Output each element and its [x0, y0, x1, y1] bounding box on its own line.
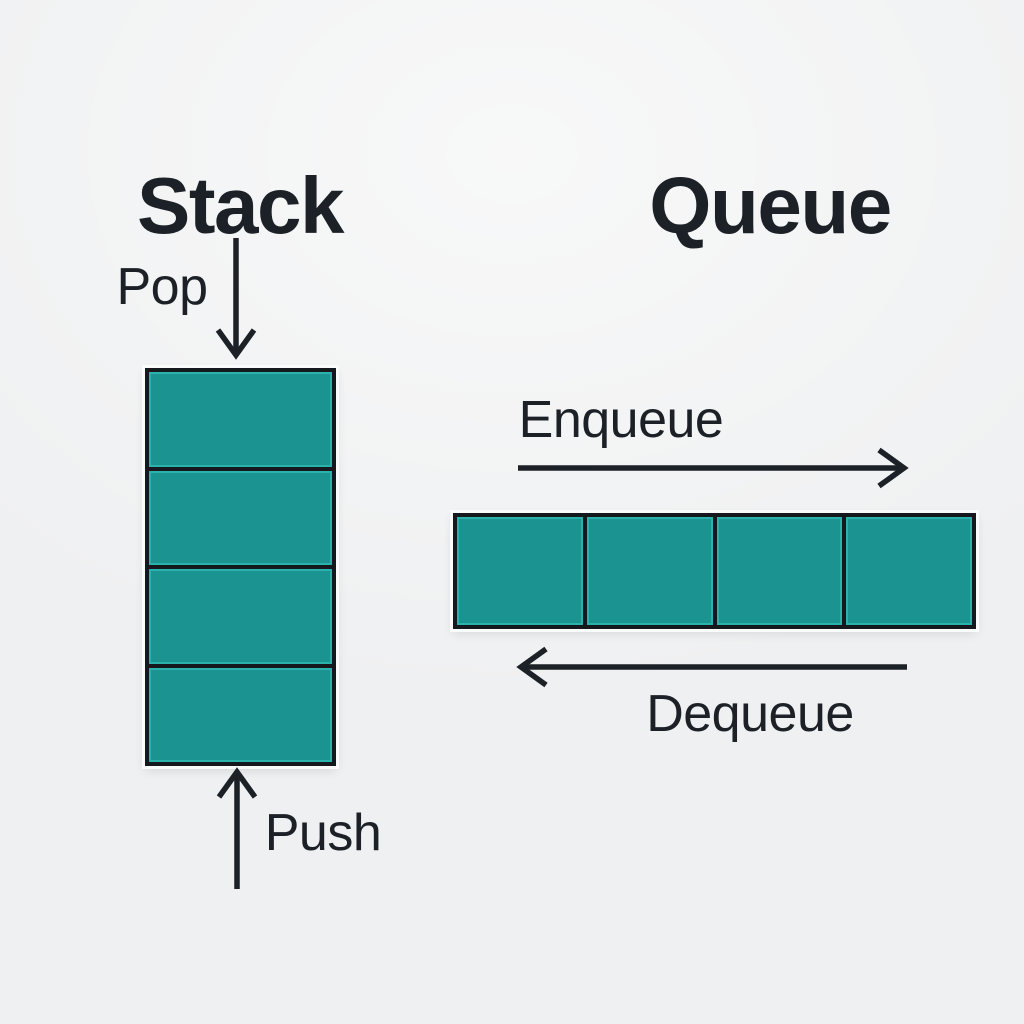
queue-cell-4 [846, 517, 972, 625]
stack-title: Stack [137, 160, 344, 250]
dequeue-arrow-icon [516, 646, 907, 688]
pop-label: Pop [116, 258, 208, 316]
queue-cell-2 [586, 517, 713, 625]
stack-cell-4 [149, 667, 332, 762]
dequeue-label: Dequeue [646, 685, 854, 743]
queue-structure [453, 513, 976, 629]
enqueue-arrow-icon [518, 447, 909, 489]
stack-cell-3 [149, 569, 332, 664]
stack-cell-1 [149, 372, 332, 467]
push-arrow-icon [216, 767, 258, 889]
stack-structure [145, 368, 336, 766]
queue-cell-1 [457, 517, 583, 625]
queue-cell-3 [716, 517, 843, 625]
queue-title: Queue [649, 160, 892, 250]
stack-cell-2 [149, 470, 332, 565]
push-label: Push [264, 804, 382, 862]
enqueue-label: Enqueue [518, 391, 724, 449]
pop-arrow-icon [215, 238, 257, 360]
